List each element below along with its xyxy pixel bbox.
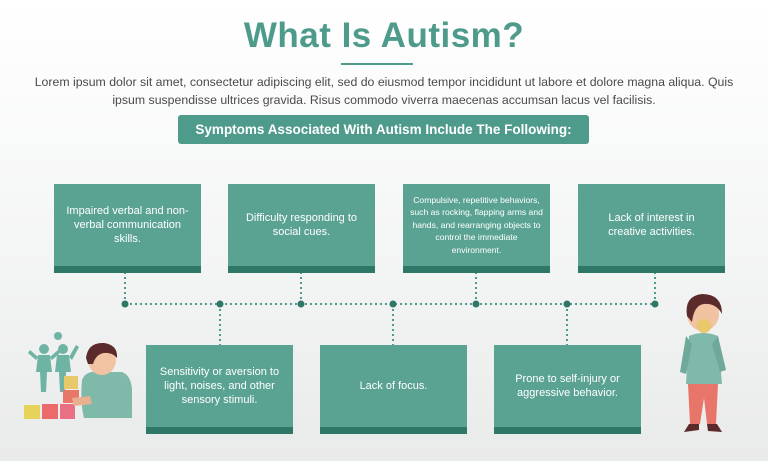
- connector-dot: [297, 300, 305, 308]
- connector-dot: [389, 300, 397, 308]
- connector-dot: [563, 300, 571, 308]
- symptom-card-repetitive-behaviors: Compulsive, repetitive behaviors, such a…: [403, 184, 550, 273]
- title-underline: [341, 63, 413, 65]
- symptom-card-creative-interest: Lack of interest in creative activities.: [578, 184, 725, 273]
- block-icon: [42, 404, 58, 419]
- connector-dot: [121, 300, 129, 308]
- symptom-card-communication: Impaired verbal and non-verbal communica…: [54, 184, 201, 273]
- connector-dot: [651, 300, 659, 308]
- toy-figures-icon: [28, 332, 79, 392]
- page-title: What Is Autism?: [243, 16, 525, 55]
- intro-paragraph: Lorem ipsum dolor sit amet, consectetur …: [34, 75, 734, 107]
- hands-over-face-icon: [697, 319, 711, 333]
- child-figure: [72, 342, 132, 418]
- symptom-card-social-cues: Difficulty responding to social cues.: [228, 184, 375, 273]
- symptom-card-sensory: Sensitivity or aversion to light, noises…: [146, 345, 293, 434]
- block-icon: [60, 404, 75, 419]
- block-icon: [64, 376, 78, 389]
- connector-dot: [216, 300, 224, 308]
- symptoms-banner: Symptoms Associated With Autism Include …: [178, 115, 589, 144]
- symptom-card-focus: Lack of focus.: [320, 345, 467, 434]
- block-icon: [24, 405, 40, 419]
- connector-dot: [472, 300, 480, 308]
- symptom-card-self-injury: Prone to self-injury or aggressive behav…: [494, 345, 641, 434]
